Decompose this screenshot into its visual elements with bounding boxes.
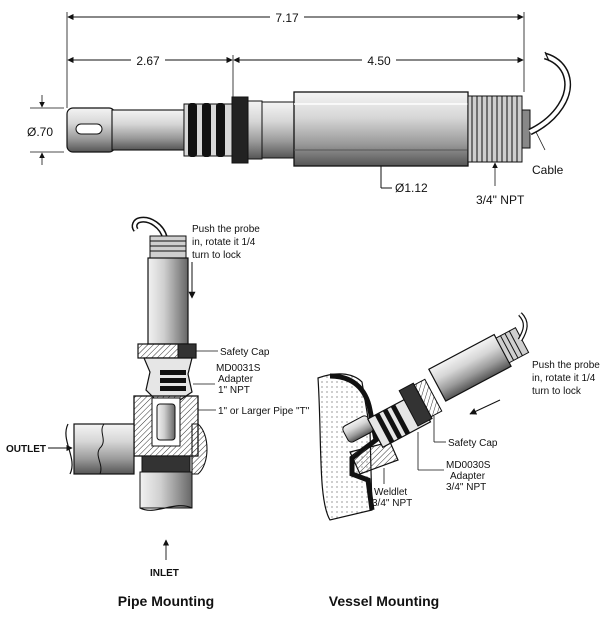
cable-leader xyxy=(535,131,546,151)
pipe-instruction-line-3: turn to lock xyxy=(192,250,242,261)
pipe-probe-thread xyxy=(149,235,187,259)
dimension-tip-diameter: Ø.70 xyxy=(27,125,53,139)
vessel-safety-cap-label: Safety Cap xyxy=(448,438,498,449)
thread-label: 3/4" NPT xyxy=(476,193,525,207)
pipe-lower-nut xyxy=(141,455,191,473)
probe-tip-slot xyxy=(75,123,103,135)
dimension-left: 2.67 xyxy=(136,54,160,68)
probe-drawing: 7.17 2.67 4.50 Ø.70 xyxy=(27,9,572,207)
pipe-mounting-drawing: Push the probe in, rotate it 1/4 turn to… xyxy=(6,216,310,609)
vessel-instruction-line-2: in, rotate it 1/4 xyxy=(532,373,596,384)
pipe-outlet-section xyxy=(73,423,135,475)
vessel-adapter-line-2: Adapter xyxy=(450,471,486,482)
probe-collar xyxy=(231,96,249,164)
vessel-probe-body xyxy=(428,327,530,402)
dimension-body-diameter: Ø1.12 xyxy=(395,181,428,195)
probe-thread xyxy=(467,95,523,163)
pipe-probe-body xyxy=(147,257,189,345)
pipe-instruction-line-1: Push the probe xyxy=(192,224,260,235)
o-ring-1 xyxy=(188,103,197,157)
vessel-adapter-line-1: MD0030S xyxy=(446,460,491,471)
pipe-adapter-line-2: Adapter xyxy=(218,374,254,385)
vessel-weldlet xyxy=(349,441,399,475)
vessel-wall xyxy=(329,373,379,511)
dimension-overall: 7.17 xyxy=(275,11,299,25)
pipe-mounting-caption: Pipe Mounting xyxy=(118,593,214,609)
vessel-push-arrow xyxy=(469,399,501,415)
pipe-inlet-fitting xyxy=(139,471,193,509)
probe-shaft xyxy=(111,109,185,151)
pipe-adapter-line-1: MD0031S xyxy=(216,363,261,374)
pipe-adapter-line-3: 1" NPT xyxy=(218,385,250,396)
vessel-mounting-caption: Vessel Mounting xyxy=(329,593,439,609)
outlet-label: OUTLET xyxy=(6,444,46,455)
pipe-safety-cap-label: Safety Cap xyxy=(220,347,270,358)
vessel-adapter-line-3: 3/4" NPT xyxy=(446,482,486,493)
probe-neck xyxy=(261,101,295,159)
vessel-mounting-drawing: Push the probe in, rotate it 1/4 turn to… xyxy=(317,312,600,609)
vessel-weldlet-line-2: 3/4" NPT xyxy=(372,498,412,509)
vessel-instruction-line-1: Push the probe xyxy=(532,360,600,371)
vessel-weldlet-line-1: Weldlet xyxy=(374,487,407,498)
o-ring-3 xyxy=(216,103,225,157)
vessel-liquid xyxy=(317,373,373,521)
probe-collar-ring xyxy=(247,100,263,160)
pipe-probe-tip xyxy=(156,403,176,441)
pipe-tee-end xyxy=(191,423,208,475)
pipe-safety-cap-knurl xyxy=(177,343,197,359)
cable-label: Cable xyxy=(532,163,564,177)
inlet-label: INLET xyxy=(150,568,179,579)
probe-body xyxy=(293,91,469,167)
o-ring-2 xyxy=(202,103,211,157)
pipe-tee-label: 1" or Larger Pipe "T" xyxy=(218,406,310,417)
dimension-right: 4.50 xyxy=(367,54,391,68)
pipe-instruction-line-2: in, rotate it 1/4 xyxy=(192,237,256,248)
vessel-instruction-line-3: turn to lock xyxy=(532,386,582,397)
vessel-safety-cap xyxy=(398,378,443,427)
